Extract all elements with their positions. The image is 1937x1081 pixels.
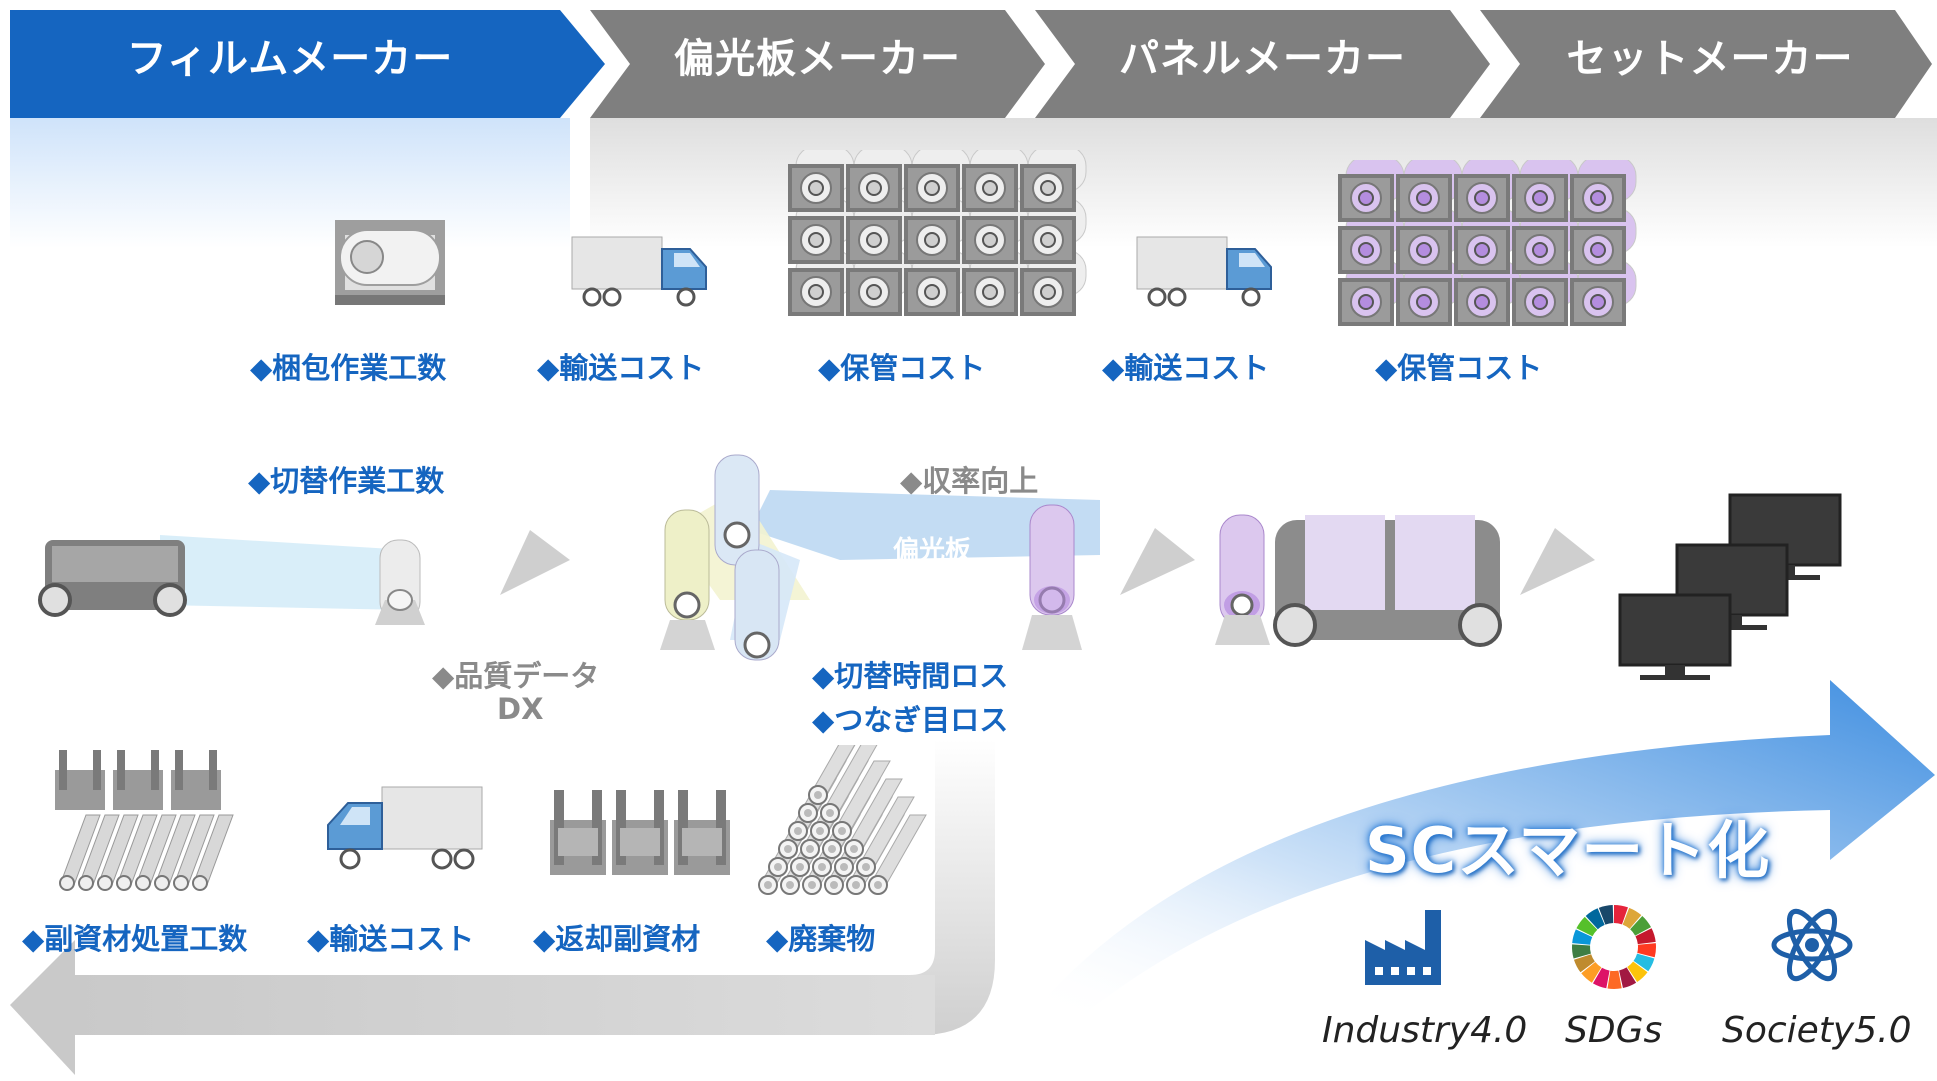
transport-cost-label-1: ◆輸送コスト xyxy=(537,351,705,385)
smart-flow-arrow xyxy=(1035,680,1935,1010)
stage-label: セットメーカー xyxy=(1566,36,1854,82)
chevron-shape xyxy=(1480,10,1932,118)
stage-label: パネルメーカー xyxy=(1119,36,1406,82)
packed-roll-icon xyxy=(335,220,445,305)
transport-cost-label-3: ◆輸送コスト xyxy=(307,922,475,956)
flow-arrow-icon xyxy=(1120,528,1195,595)
industry40-caption: Industry4.0 xyxy=(1322,1010,1528,1051)
stage-label: フィルムメーカー xyxy=(126,36,454,82)
film-conveyor-icon xyxy=(38,535,425,625)
return-flow-arrow xyxy=(10,740,995,1075)
header-fade-blue xyxy=(10,118,570,248)
chevron-shape xyxy=(10,10,605,118)
storage-cost-label-2: ◆保管コスト xyxy=(1375,351,1543,385)
truck-icon xyxy=(1136,236,1272,307)
stage-film-maker: フィルムメーカー xyxy=(0,0,610,118)
quality-data-label: ◆品質データ xyxy=(432,659,600,693)
polarizer-label: 偏光板 xyxy=(893,536,972,566)
roll-storage-stack-icon xyxy=(788,150,1087,316)
flow-arrow-icon xyxy=(500,530,570,595)
material-disposal-label: ◆副資材処置工数 xyxy=(22,922,248,956)
switch-time-loss-label: ◆切替時間ロス xyxy=(812,659,1009,693)
packing-work-label: ◆梱包作業工数 xyxy=(250,351,447,385)
rolls-with-racks-icon xyxy=(55,750,234,891)
factory-icon xyxy=(1365,910,1441,985)
waste-core-pile-icon xyxy=(758,745,927,895)
stage-label: 偏光板メーカー xyxy=(674,36,961,82)
returned-racks-icon xyxy=(550,790,730,875)
stage-polarizer-maker: 偏光板メーカー xyxy=(585,0,1055,118)
society50-caption: Society5.0 xyxy=(1722,1010,1912,1051)
polarizer-lamination-icon xyxy=(660,454,1100,661)
returned-material-label: ◆返却副資材 xyxy=(533,922,701,956)
dx-label: DX xyxy=(497,692,544,726)
atom-icon xyxy=(1771,908,1853,982)
yield-up-label: ◆収率向上 xyxy=(900,464,1039,498)
violet-roll-storage-stack-icon xyxy=(1338,160,1637,326)
chevron-shape xyxy=(590,10,1045,118)
sdgs-wheel-icon xyxy=(1572,905,1656,989)
joint-loss-label: ◆つなぎ目ロス xyxy=(812,703,1009,737)
storage-cost-label-1: ◆保管コスト xyxy=(818,351,986,385)
switch-work-label: ◆切替作業工数 xyxy=(248,464,445,498)
tv-monitors-icon xyxy=(1618,493,1842,680)
stage-set-maker: セットメーカー xyxy=(1475,0,1937,118)
truck-icon xyxy=(327,786,483,870)
transport-cost-label-2: ◆輸送コスト xyxy=(1102,351,1270,385)
waste-label: ◆廃棄物 xyxy=(766,922,876,956)
panel-lamination-icon xyxy=(1215,514,1502,647)
stage-panel-maker: パネルメーカー xyxy=(1030,0,1500,118)
smart-title: SCスマート化 xyxy=(1365,814,1771,887)
flow-arrow-icon xyxy=(1520,528,1595,595)
sdgs-caption: SDGs xyxy=(1565,1010,1663,1051)
truck-icon xyxy=(571,236,707,307)
chevron-shape xyxy=(1035,10,1490,118)
